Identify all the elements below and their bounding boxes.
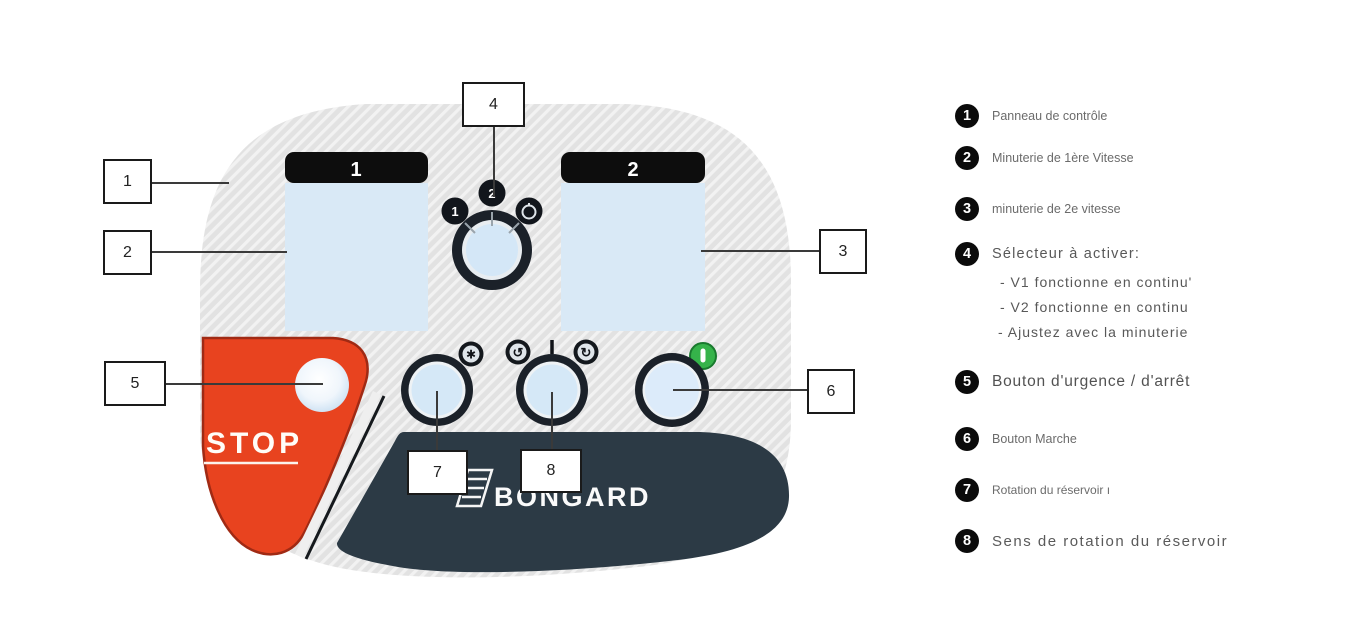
selector-knob-face [466, 224, 518, 276]
zone-divider-line [304, 395, 386, 560]
callout-label: 7 [433, 463, 442, 481]
zone-divider-stripe [294, 391, 382, 558]
legend-badge-7: 7 [955, 478, 979, 502]
callout-line-6 [673, 389, 807, 391]
selector-position-2-badge [478, 179, 506, 207]
legend-text-1: Panneau de contrôle [992, 109, 1108, 123]
callout-line-1 [152, 182, 229, 184]
svg-text:↺: ↺ [513, 345, 524, 360]
legend-badge-2: 2 [955, 146, 979, 170]
callout-box-4: 4 [462, 82, 525, 127]
timer2-header [561, 152, 705, 183]
bowl-direction-knob: ↺ ↻ [505, 339, 599, 426]
callout-label: 2 [123, 243, 132, 261]
legend-item-7: 7 Rotation du réservoir ı [955, 478, 1110, 502]
legend-item-2: 2 Minuterie de 1ère Vitesse [955, 146, 1134, 170]
legend-text-8: Sens de rotation du réservoir [992, 532, 1229, 550]
callout-label: 1 [123, 172, 132, 190]
callout-line-2 [152, 251, 287, 253]
legend-text-4: Sélecteur à activer: [992, 246, 1141, 262]
selector-position-1-badge [441, 197, 469, 225]
rotate-cw-icon: ↻ [573, 339, 599, 365]
legend-item-6: 6 Bouton Marche [955, 427, 1077, 451]
legend-text-7: Rotation du réservoir ı [992, 483, 1111, 497]
legend-badge-4: 4 [955, 242, 979, 266]
callout-box-2: 2 [103, 230, 152, 275]
selector-position-2-label: 2 [488, 186, 495, 201]
callout-box-6: 6 [807, 369, 855, 414]
callout-label: 4 [489, 95, 498, 113]
legend-item-8: 8 Sens de rotation du réservoir [955, 529, 1228, 553]
rotate-ccw-icon: ↺ [505, 339, 531, 365]
legend-item-4: 4 Sélecteur à activer: [955, 242, 1140, 266]
legend-item-3: 3 minuterie de 2e vitesse [955, 197, 1121, 221]
callout-line-8 [551, 392, 553, 449]
selector-position-1-label: 1 [451, 204, 458, 219]
callout-label: 3 [838, 242, 848, 260]
legend-badge-3: 3 [955, 197, 979, 221]
callout-label: 5 [130, 374, 140, 392]
legend-badge-5: 5 [955, 370, 979, 394]
selector-tick-left [464, 222, 476, 234]
callout-box-8: 8 [520, 449, 582, 493]
legend-badge-6: 6 [955, 427, 979, 451]
timer1-header [285, 152, 428, 183]
timer2-header-label: 2 [627, 159, 638, 181]
legend-item-4-sub-1: - V1 fonctionne en continu' [1000, 274, 1193, 290]
selector-tick-right [508, 222, 520, 234]
callout-line-4 [493, 127, 495, 197]
timer2-screen [561, 183, 705, 331]
legend-text-6: Bouton Marche [992, 432, 1077, 446]
callout-label: 6 [826, 382, 836, 400]
legend-text-2: Minuterie de 1ère Vitesse [992, 151, 1134, 165]
timer1-header-label: 1 [350, 159, 361, 181]
timer1-screen [285, 183, 428, 331]
bowl-rotation-knob: ✱ [401, 341, 484, 426]
start-button [635, 342, 717, 427]
legend-item-1: 1 Panneau de contrôle [955, 104, 1107, 128]
mixer-icon: ✱ [458, 341, 484, 367]
callout-line-5 [166, 383, 323, 385]
svg-text:↻: ↻ [581, 345, 592, 360]
emergency-stop-button [295, 358, 349, 412]
legend-text-3: minuterie de 2e vitesse [992, 202, 1121, 216]
callout-box-5: 5 [104, 361, 166, 406]
mode-selector-knob: 1 2 [441, 179, 543, 290]
stop-label: STOP [206, 427, 303, 460]
callout-box-3: 3 [819, 229, 867, 274]
callout-box-7: 7 [407, 450, 468, 495]
callout-line-3 [701, 250, 819, 252]
legend-item-4-sub-2: - V2 fonctionne en continu [1000, 299, 1189, 315]
legend-text-5: Bouton d'urgence / d'arrêt [992, 373, 1191, 390]
legend-badge-8: 8 [955, 529, 979, 553]
legend-badge-1: 1 [955, 104, 979, 128]
timer-icon [515, 197, 543, 225]
callout-label: 8 [546, 462, 556, 479]
callout-line-7 [436, 391, 438, 450]
legend-item-4-sub-3: - Ajustez avec la minuterie [998, 324, 1189, 340]
callout-box-1: 1 [103, 159, 152, 204]
svg-text:✱: ✱ [466, 348, 476, 362]
legend-item-5: 5 Bouton d'urgence / d'arrêt [955, 370, 1190, 394]
